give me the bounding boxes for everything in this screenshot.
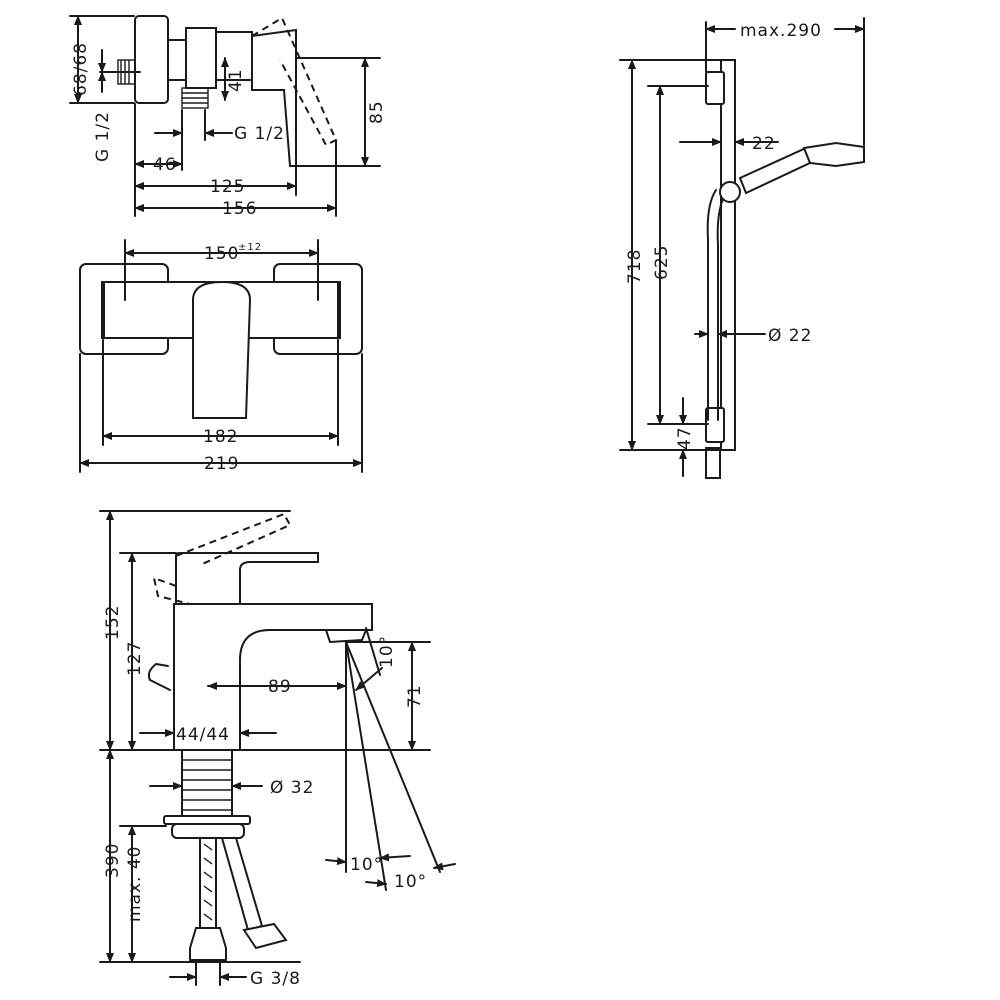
label-150: 150 — [204, 244, 239, 264]
label-max-290: max.290 — [740, 21, 822, 41]
label-47: 47 — [675, 426, 695, 450]
label-10-b: 10° — [394, 872, 427, 892]
label-68-68: 68/68 — [71, 42, 91, 96]
label-g12-right: G 1/2 — [234, 124, 285, 144]
label-46: 46 — [153, 155, 177, 175]
label-g38: G 3/8 — [250, 969, 301, 989]
label-156: 156 — [222, 199, 257, 219]
label-150-tolerance: ±12 — [238, 242, 262, 253]
label-41: 41 — [226, 68, 246, 92]
label-71: 71 — [405, 684, 425, 708]
label-dia-32: Ø 32 — [270, 778, 314, 798]
label-127: 127 — [125, 641, 145, 676]
label-10-a: 10° — [350, 855, 383, 875]
label-625: 625 — [652, 245, 672, 280]
label-44-44: 44/44 — [176, 725, 230, 745]
label-152: 152 — [103, 605, 123, 640]
label-718: 718 — [625, 249, 645, 284]
label-85: 85 — [367, 100, 387, 124]
label-182: 182 — [203, 427, 238, 447]
label-max-40: max. 40 — [125, 846, 145, 922]
label-10-top: 10° — [377, 635, 397, 668]
basin-mixer — [99, 510, 456, 986]
label-89: 89 — [268, 677, 292, 697]
shower-mixer-side-view — [69, 15, 381, 217]
label-dia-22: Ø 22 — [768, 326, 812, 346]
label-125: 125 — [210, 177, 245, 197]
label-219: 219 — [204, 454, 239, 474]
label-22-top: 22 — [752, 134, 776, 154]
label-g12-left: G 1/2 — [93, 111, 113, 162]
label-390: 390 — [103, 843, 123, 878]
shower-rail-set — [619, 17, 865, 479]
shower-mixer-front-view — [79, 239, 363, 473]
